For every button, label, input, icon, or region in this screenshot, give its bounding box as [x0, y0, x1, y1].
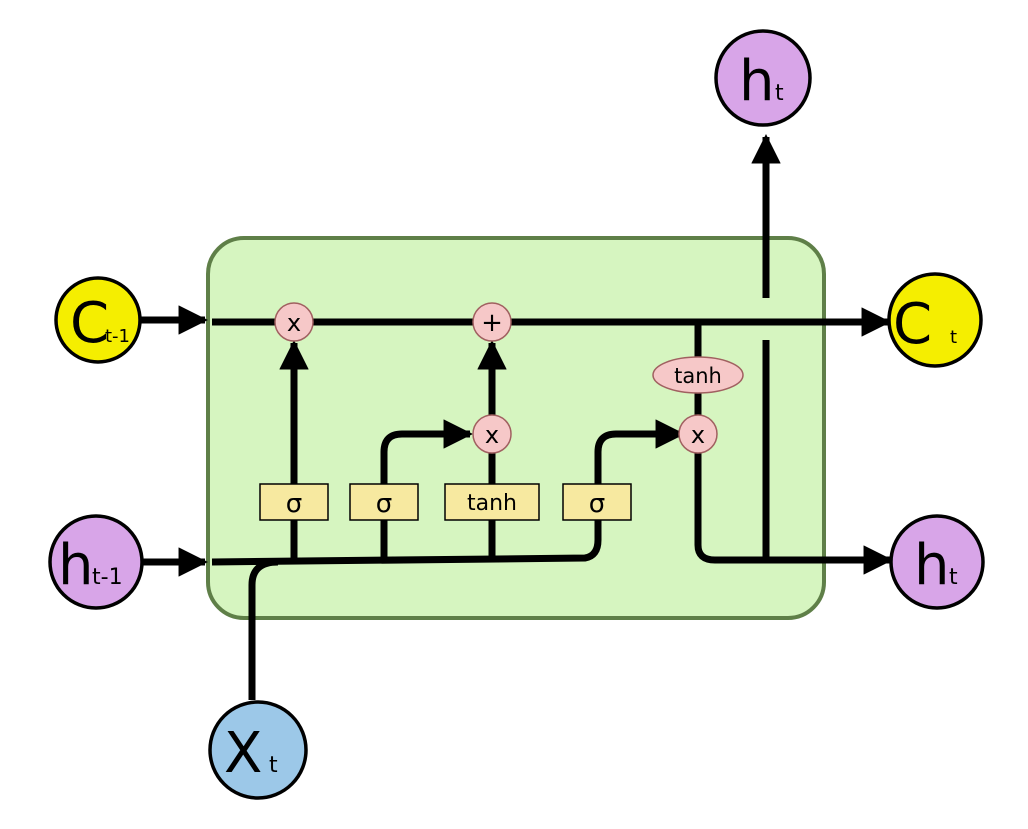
x-input-sub: t: [269, 753, 278, 778]
output-gate-label: σ: [589, 489, 605, 519]
state-tanh-op: tanh: [652, 356, 744, 394]
layer-box: [349, 483, 419, 521]
h-out-top-sub: t: [775, 81, 784, 106]
hidden-state-circle: [714, 29, 812, 127]
h-prev-sub: t-1: [92, 565, 123, 590]
output-gate-layer: σ: [562, 483, 632, 521]
multiply-icon: [678, 414, 718, 454]
c-prev-main: C: [70, 291, 109, 356]
output-mult-label: x: [691, 421, 705, 449]
forget-gate-label: σ: [286, 489, 302, 519]
hidden-state-circle: [889, 514, 985, 610]
x-input-main: X: [224, 721, 262, 786]
h-out-right-main: h: [914, 533, 950, 598]
output-mult-op: x: [678, 414, 718, 454]
c-prev-sub: t-1: [105, 326, 130, 347]
multiply-icon: [274, 302, 314, 342]
add-icon: [472, 302, 512, 342]
h-prev-node: h t-1: [48, 514, 144, 610]
input-mult-label: x: [485, 421, 499, 449]
candidate-layer: tanh: [444, 483, 540, 521]
forget-gate-layer: σ: [259, 483, 329, 521]
xt-input-line: [248, 558, 279, 700]
h-output-line: [694, 452, 893, 575]
input-mult-op: x: [472, 414, 512, 454]
multiply-icon: [472, 414, 512, 454]
state-add-label: +: [481, 308, 503, 338]
h-out-right-node: h t: [889, 514, 985, 610]
c-prev-node: C t-1: [54, 276, 142, 364]
h-out-right-sub: t: [949, 565, 958, 590]
layer-box: [259, 483, 329, 521]
input-gate-layer: σ: [349, 483, 419, 521]
candidate-label: tanh: [467, 491, 517, 516]
tanh-ellipse: [652, 356, 744, 394]
c-out-node: C t: [887, 272, 983, 368]
state-tanh-label: tanh: [674, 364, 722, 388]
input-gate-label: σ: [376, 489, 392, 519]
hidden-state-circle: [48, 514, 144, 610]
forget-mult-op: x: [274, 302, 314, 342]
cell-state-circle: [54, 276, 142, 364]
lstm-cell-box: [206, 236, 826, 620]
layer-box: [444, 483, 540, 521]
forget-mult-label: x: [287, 309, 301, 337]
h-prev-main: h: [58, 533, 94, 598]
input-gate-arrow: [380, 419, 473, 484]
cell-state-circle: [887, 272, 983, 368]
input-circle: [208, 700, 308, 800]
c-out-sub: t: [950, 327, 957, 348]
h-out-top-main: h: [739, 49, 775, 114]
c-out-main: C: [893, 292, 932, 357]
layer-box: [562, 483, 632, 521]
h-out-top-node: h t: [714, 29, 812, 127]
x-input-node: X t: [208, 700, 308, 800]
state-add-op: +: [472, 302, 512, 342]
